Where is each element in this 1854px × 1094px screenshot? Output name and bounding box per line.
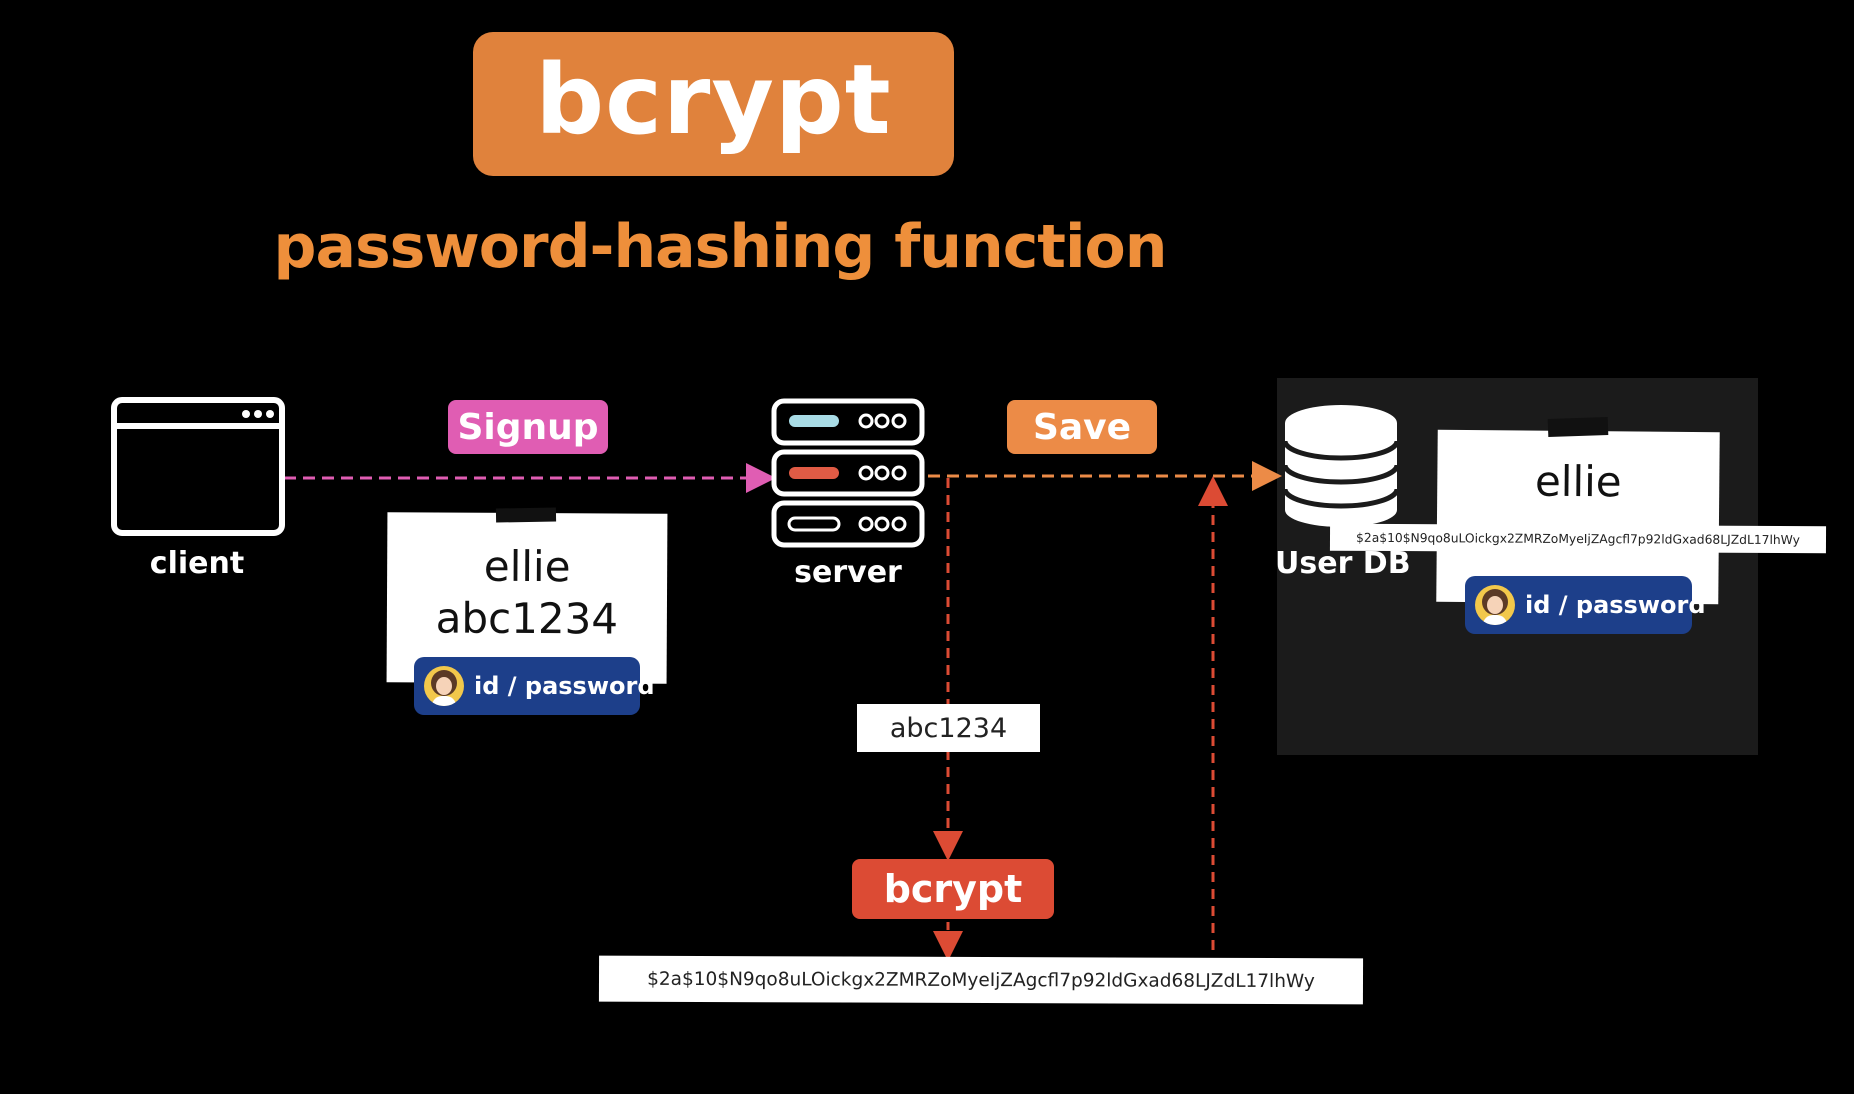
credential-password: abc1234	[435, 593, 619, 644]
title-text: bcrypt	[535, 44, 892, 156]
server-rack-icon	[771, 398, 925, 548]
title-banner: bcrypt	[473, 32, 954, 176]
tape	[1547, 416, 1609, 438]
credential-id: ellie	[483, 541, 571, 592]
stored-id: ellie	[1534, 456, 1622, 507]
hash-output: $2a$10$N9qo8uLOickgx2ZMRZoMyeIjZAgcfl7p9…	[598, 955, 1364, 1005]
database-icon	[1282, 405, 1400, 527]
bcrypt-tag: bcrypt	[852, 859, 1054, 919]
id-password-badge: id / password	[1465, 576, 1706, 634]
id-password-badge: id / password	[414, 657, 655, 715]
tape	[495, 507, 557, 523]
hash-input-note: abc1234	[857, 704, 1040, 752]
user-avatar-icon	[1475, 585, 1515, 625]
db-label: User DB	[1275, 546, 1411, 581]
signup-tag: Signup	[448, 400, 608, 454]
badge-label: id / password	[1525, 591, 1706, 619]
subtitle: password-hashing function	[273, 212, 1168, 282]
server-label: server	[794, 555, 902, 590]
browser-window-icon	[111, 397, 285, 536]
save-tag: Save	[1007, 400, 1157, 454]
client-label: client	[149, 546, 245, 581]
user-avatar-icon	[424, 666, 464, 706]
badge-label: id / password	[474, 672, 655, 700]
stored-hash: $2a$10$N9qo8uLOickgx2ZMRZoMyeIjZAgcfl7p9…	[1329, 523, 1827, 554]
